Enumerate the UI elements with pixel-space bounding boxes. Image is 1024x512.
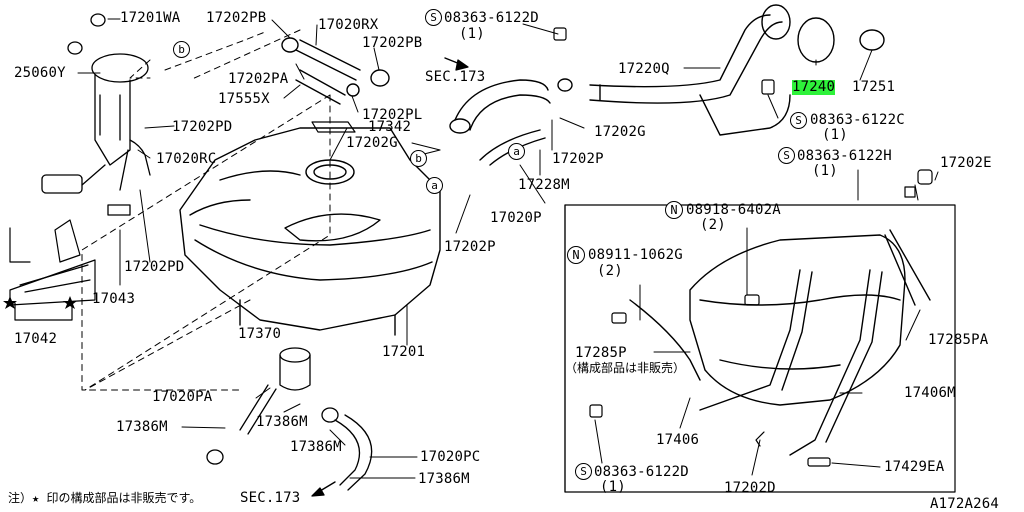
label-08918-6402A: 08918-6402A	[686, 202, 781, 218]
callout-b: b	[410, 150, 427, 167]
label-17251: 17251	[852, 79, 896, 95]
label-17202PA: 17202PA	[228, 71, 289, 87]
callout-a: a	[508, 143, 525, 160]
label-17285P-note: （構成部品は非販売）	[565, 361, 686, 375]
label-17406M: 17406M	[904, 385, 956, 401]
n-prefix-icon: N	[665, 201, 683, 219]
label-17202P: 17202P	[552, 151, 604, 167]
label-17202G-b: 17202G	[594, 124, 646, 140]
label-17370: 17370	[238, 326, 282, 342]
s-prefix-icon: S	[790, 112, 807, 129]
label-17285PA: 17285PA	[928, 332, 989, 348]
label-17386M: 17386M	[116, 419, 168, 435]
label-08363-6122C-qty: (1)	[822, 127, 848, 143]
label-17202PB: 17202PB	[206, 10, 267, 26]
label-17202PD: 17202PD	[172, 119, 233, 135]
label-17020PA: 17020PA	[152, 389, 213, 405]
footnote: 注）★ 印の構成部品は非販売です。	[8, 491, 202, 505]
label-17406: 17406	[656, 432, 700, 448]
fuel-tank-right	[629, 229, 931, 456]
label-sec173-bottom: SEC.173	[240, 490, 301, 506]
n-prefix-icon: N	[567, 246, 585, 264]
label-17285P: 17285P	[575, 345, 627, 361]
label-17228M: 17228M	[518, 177, 570, 193]
label-17020RX: 17020RX	[318, 17, 379, 33]
label-17020P: 17020P	[490, 210, 542, 226]
label-17020PC: 17020PC	[420, 449, 481, 465]
label-17342: 17342	[368, 119, 412, 135]
label-08363-6122D-top: 08363-6122D	[444, 10, 539, 26]
diagram-code: A172A264	[930, 496, 1000, 512]
label-17043: 17043	[92, 291, 136, 307]
label-08911-1062G-qty: (2)	[597, 263, 623, 279]
label-08363-6122D-bottom-qty: (1)	[600, 479, 626, 495]
label-17020RC: 17020RC	[156, 151, 217, 167]
label-17220Q: 17220Q	[618, 61, 670, 77]
label-08363-6122C: 08363-6122C	[810, 112, 905, 128]
label-17429EA: 17429EA	[884, 459, 945, 475]
label-08911-1062G: 08911-1062G	[588, 247, 683, 263]
label-17042: 17042	[14, 331, 58, 347]
label-17202D: 17202D	[724, 480, 776, 496]
label-17202G: 17202G	[346, 135, 398, 151]
s-prefix-icon: S	[425, 9, 442, 26]
label-17386M-d: 17386M	[418, 471, 470, 487]
label-08918-6402A-qty: (2)	[700, 217, 726, 233]
label-17386M-c: 17386M	[290, 439, 342, 455]
label-08363-6122H: 08363-6122H	[797, 148, 892, 164]
label-17202E: 17202E	[940, 155, 992, 171]
s-prefix-icon: S	[778, 147, 795, 164]
label-17386M-b: 17386M	[256, 414, 308, 430]
fuel-tank-left	[179, 127, 441, 336]
callout-a: a	[426, 177, 443, 194]
label-sec173-top: SEC.173	[425, 69, 486, 85]
label-08363-6122H-qty: (1)	[812, 163, 838, 179]
label-17555X: 17555X	[218, 91, 270, 107]
label-25060Y: 25060Y	[14, 65, 66, 81]
s-prefix-icon: S	[575, 463, 592, 480]
label-17202PB-b: 17202PB	[362, 35, 423, 51]
label-17202PD-b: 17202PD	[124, 259, 185, 275]
callout-b: b	[173, 41, 190, 58]
label-08363-6122D-top-qty: (1)	[459, 26, 485, 42]
label-08363-6122D-bottom: 08363-6122D	[594, 464, 689, 480]
label-17202PL: 17202PL	[362, 107, 423, 123]
label-17201: 17201	[382, 344, 426, 360]
label-17201WA: 17201WA	[120, 10, 181, 26]
fuel-pump-module	[41, 13, 151, 216]
label-17240-highlighted[interactable]: 17240	[792, 79, 836, 95]
label-17202P-b: 17202P	[444, 239, 496, 255]
